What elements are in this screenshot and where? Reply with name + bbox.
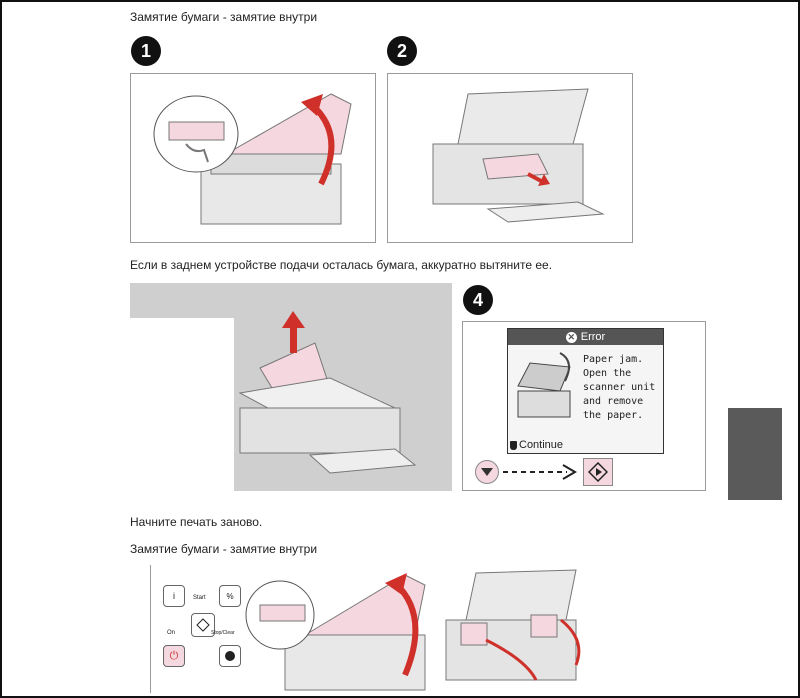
printer-rear-paper-illustration bbox=[130, 283, 452, 491]
power-button[interactable]: ⏻ bbox=[163, 645, 185, 667]
step-4-badge: 4 bbox=[463, 285, 493, 315]
lcd-title-bar: ✕ Error bbox=[508, 329, 663, 345]
side-tab bbox=[728, 408, 782, 500]
power-icon: ⏻ bbox=[170, 650, 179, 663]
down-arrow-icon bbox=[481, 468, 493, 476]
bottom-open-scanner-illustration bbox=[245, 565, 435, 693]
lcd-message: Paper jam. Open the scanner unit and rem… bbox=[583, 353, 663, 423]
step-2-illustration bbox=[387, 73, 633, 243]
rear-feeder-note: Если в заднем устройстве подачи осталась… bbox=[130, 258, 552, 272]
error-x-icon: ✕ bbox=[566, 332, 577, 343]
step-2-badge: 2 bbox=[387, 36, 417, 66]
step-1-illustration bbox=[130, 73, 376, 243]
lcd-title-text: Error bbox=[581, 331, 605, 343]
setup-button[interactable]: % bbox=[219, 585, 241, 607]
continue-icon bbox=[510, 441, 517, 450]
step-4-panel: ✕ Error Paper jam. Open the scanner unit… bbox=[462, 321, 706, 491]
bottom-remove-paper-illustration bbox=[436, 565, 586, 693]
step-1-badge: 1 bbox=[131, 36, 161, 66]
start-diamond-icon bbox=[588, 462, 608, 482]
stop-button[interactable] bbox=[219, 645, 241, 667]
lcd-footer: Continue bbox=[510, 439, 563, 451]
start-button[interactable] bbox=[583, 458, 613, 486]
help-button[interactable]: i bbox=[163, 585, 185, 607]
rear-feeder-illustration bbox=[130, 283, 452, 491]
lcd-footer-text: Continue bbox=[519, 439, 563, 451]
lcd-error-screen: ✕ Error Paper jam. Open the scanner unit… bbox=[507, 328, 664, 454]
stop-clear-label: Stop/Clear bbox=[211, 630, 235, 636]
restart-note: Начните печать заново. bbox=[130, 515, 262, 529]
start-label: Start bbox=[193, 595, 206, 601]
start-diamond-icon bbox=[196, 618, 210, 632]
section-heading-1: Замятие бумаги - замятие внутри bbox=[130, 10, 317, 24]
dashed-arrow-icon bbox=[501, 462, 581, 482]
printer-remove-paper-illustration bbox=[388, 74, 632, 242]
down-button[interactable] bbox=[475, 460, 499, 484]
section-heading-2: Замятие бумаги - замятие внутри bbox=[130, 542, 317, 556]
stop-icon bbox=[225, 651, 235, 661]
printer-open-scanner-illustration bbox=[131, 74, 375, 242]
on-label: On bbox=[167, 630, 175, 636]
lcd-printer-icon bbox=[510, 351, 582, 431]
control-panel-illustration: i % Start On Stop/Clear ⏻ bbox=[150, 565, 247, 693]
